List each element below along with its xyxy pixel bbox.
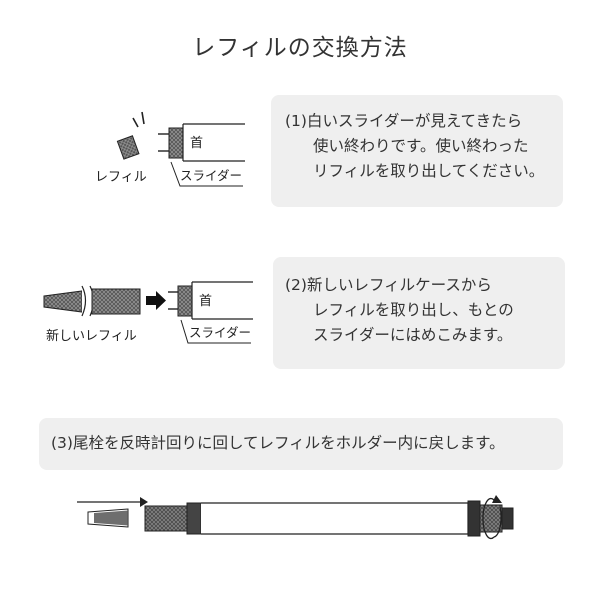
step-3-line-1: (3)尾栓を反時計回りに回してレフィルをホルダー内に戻します。 [51, 434, 505, 452]
new-refill-tip [43, 290, 83, 313]
step-1-line-1: (1)白いスライダーが見えてきたら [285, 112, 523, 130]
slider-shape [168, 127, 184, 159]
new-refill-label: 新しいレフィル [46, 328, 137, 344]
page-title: レフィルの交換方法 [192, 35, 408, 61]
step-2-illustration: 首 スライダー 新しいレフィル [43, 281, 253, 344]
slider-label-1: スライダー [180, 168, 242, 183]
step-2-line-2: レフィルを取り出し、もとの [313, 301, 514, 319]
arrow-right-icon [146, 291, 166, 310]
step-1-line-3: リフィルを取り出してください。 [313, 162, 545, 180]
new-refill-body [91, 288, 141, 315]
step-1-line-2: 使い終わりです。使い終わった [313, 137, 529, 155]
arrow-right-icon-2 [140, 497, 148, 507]
neck-label-2: 首 [199, 294, 212, 309]
slider-shape-2 [177, 285, 193, 317]
slider-label-2: スライダー [189, 325, 251, 340]
refill-label: レフィル [95, 170, 147, 185]
step-1-illustration: 首 スライダー レフィル [95, 111, 245, 187]
step-3-illustration [77, 495, 514, 540]
step-1-box: (1)白いスライダーが見えてきたら 使い終わりです。使い終わった リフィルを取り… [271, 95, 563, 207]
step-2-line-1: (2)新しいレフィルケースから [285, 276, 492, 294]
step-2-box: (2)新しいレフィルケースから レフィルを取り出し、もとの スライダーにはめこみ… [273, 257, 565, 369]
step-2-line-3: スライダーにはめこみます。 [313, 326, 513, 344]
neck-label-1: 首 [190, 136, 203, 151]
rotate-counterclockwise-icon [492, 495, 502, 503]
used-refill-shape [116, 135, 140, 160]
step-3-box: (3)尾栓を反時計回りに回してレフィルをホルダー内に戻します。 [39, 418, 563, 470]
slider-shape-3 [144, 505, 188, 532]
holder-body [201, 502, 469, 535]
